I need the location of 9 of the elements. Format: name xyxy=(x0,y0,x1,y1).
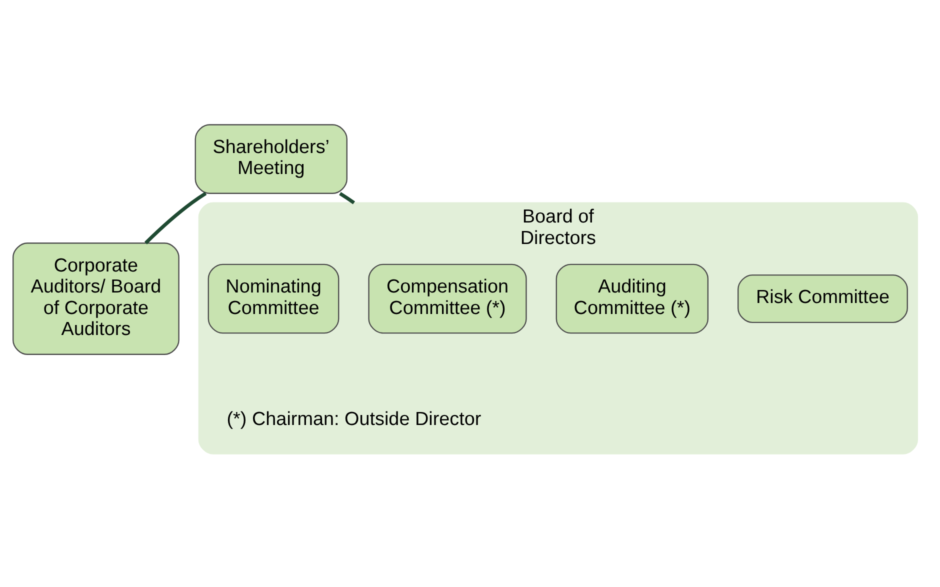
node-box: Shareholders’ Meeting xyxy=(194,124,348,194)
label: (*) Chairman: Outside Director xyxy=(226,408,482,430)
node-box: Nominating Committee xyxy=(208,263,340,334)
node-box: Auditing Committee (*) xyxy=(556,263,709,334)
node-box: Corporate Auditors/ Board of Corporate Auditors xyxy=(12,242,180,354)
node-box: Compensation Committee (*) xyxy=(368,263,527,334)
node-box: Risk Committee xyxy=(738,274,908,322)
connector xyxy=(144,191,207,244)
connector xyxy=(339,191,356,204)
